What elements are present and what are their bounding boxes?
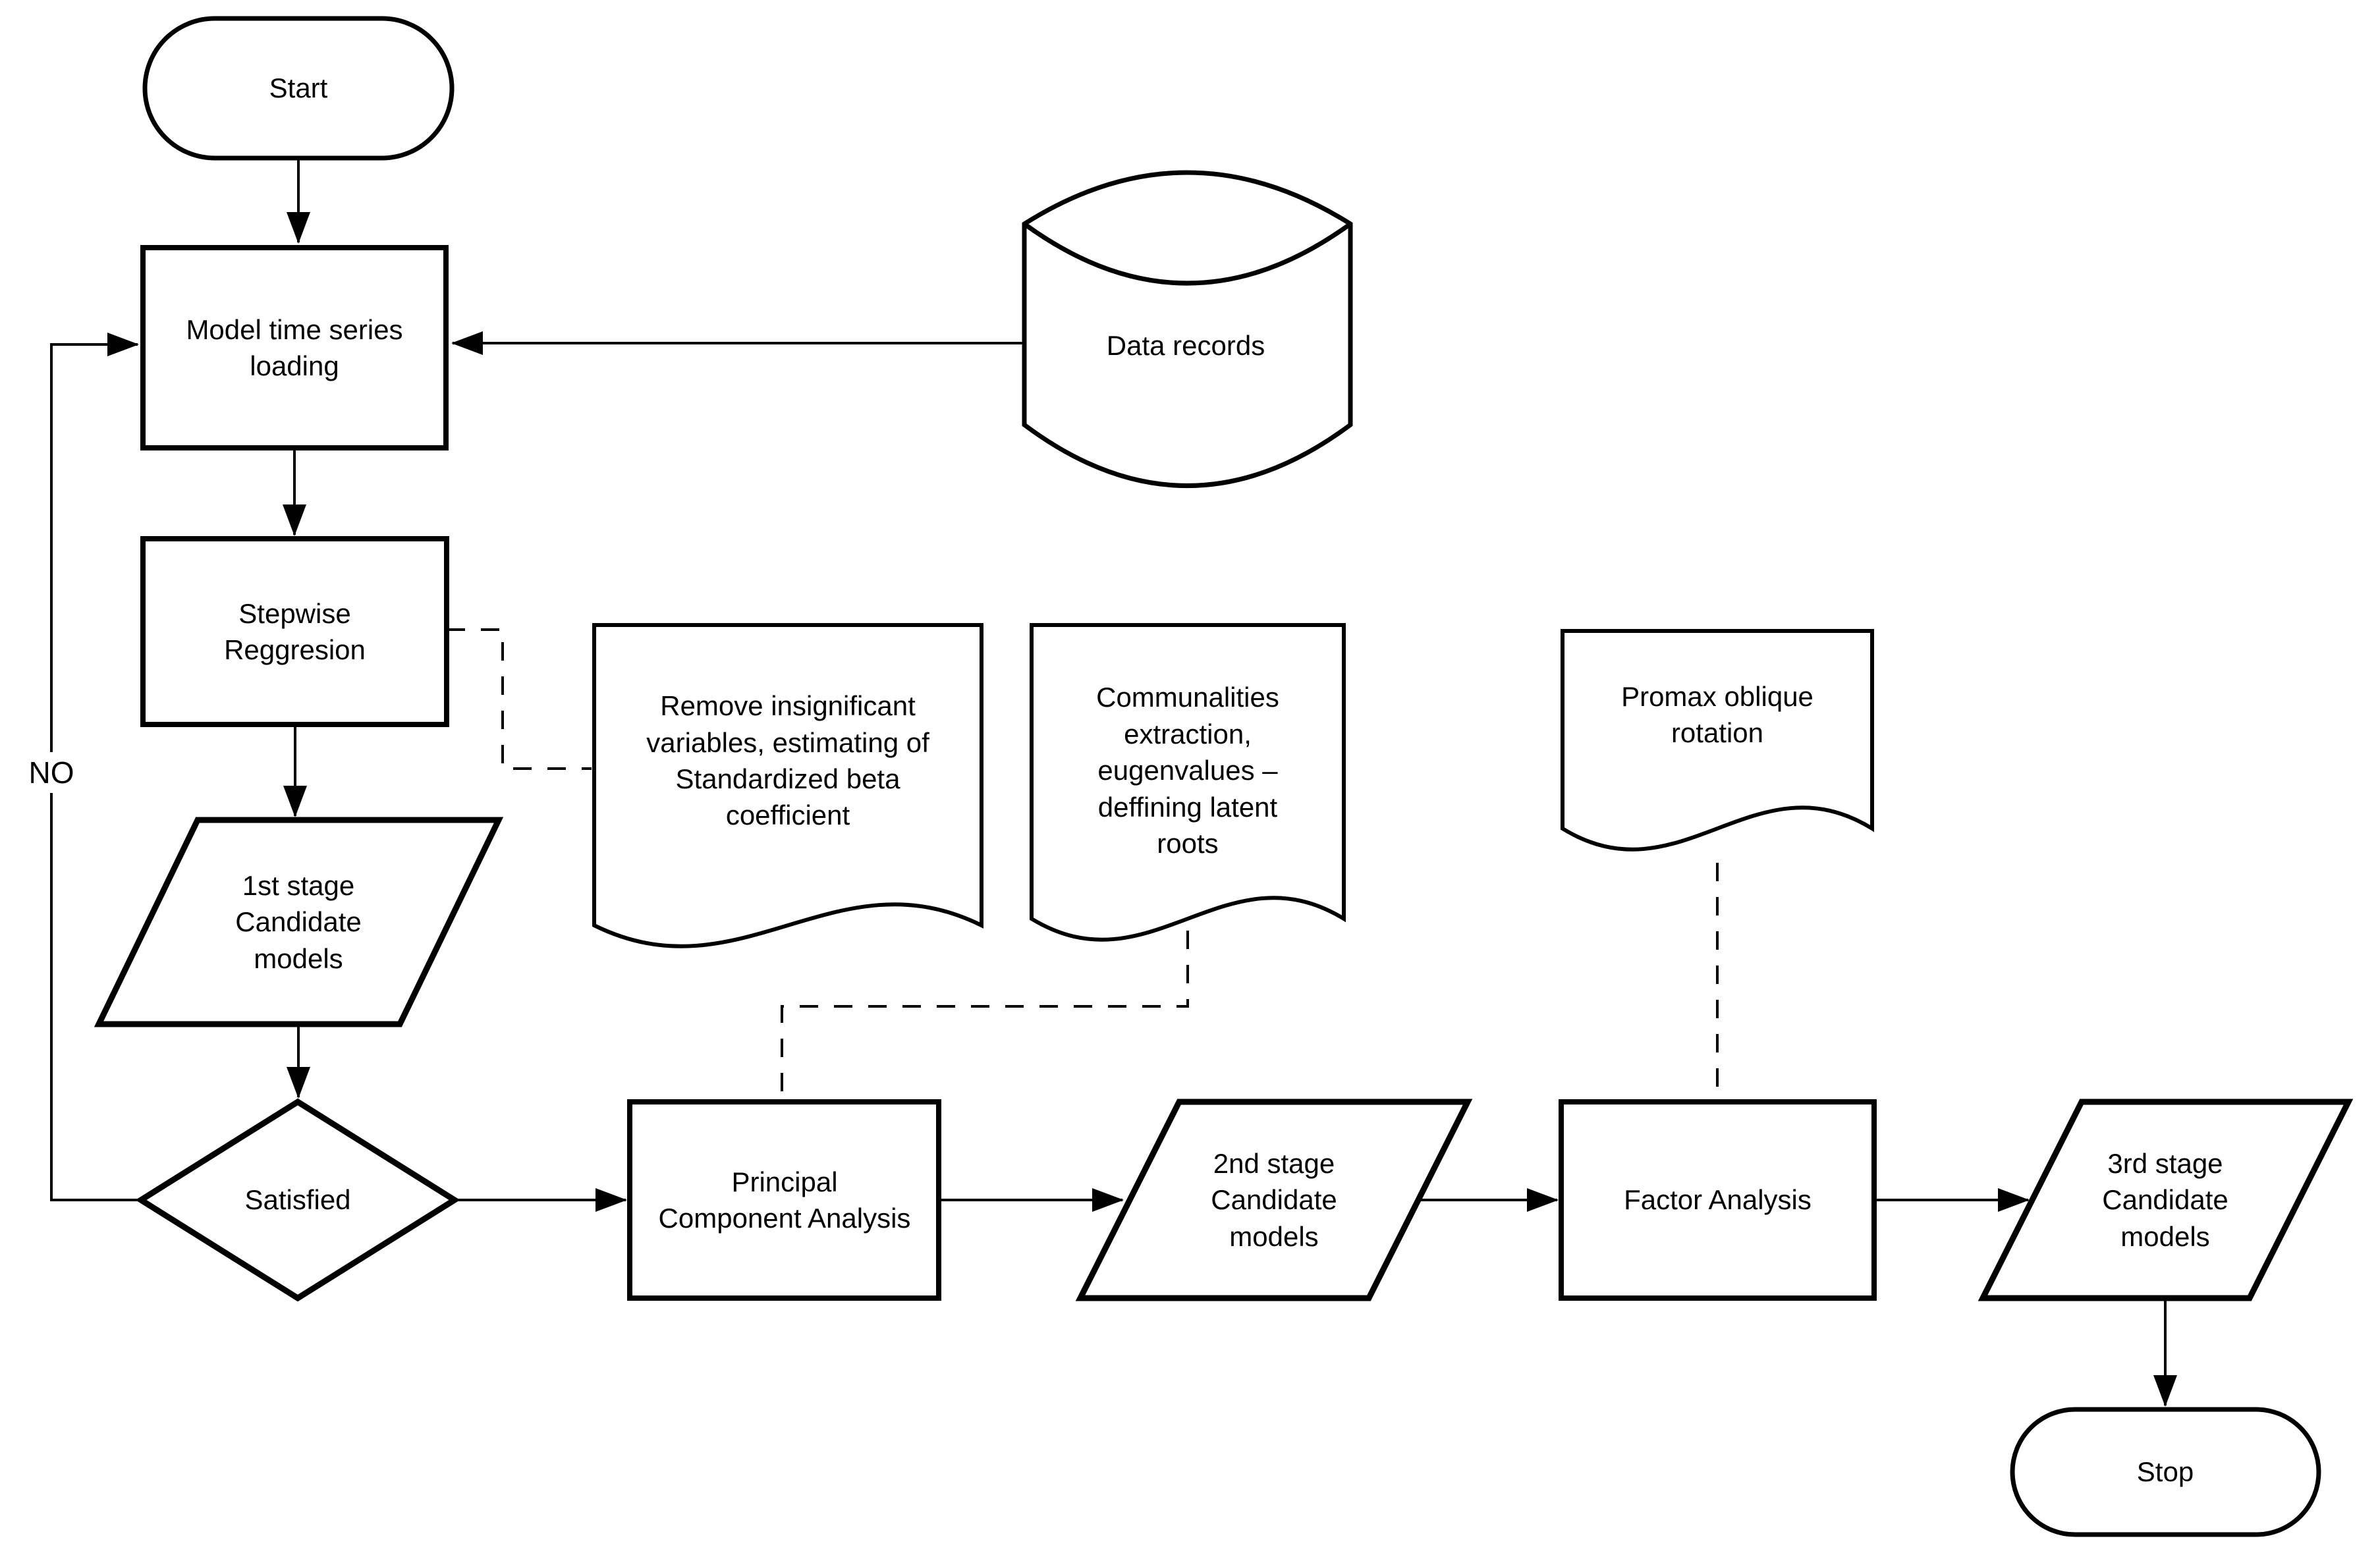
- no-branch-label: NO: [18, 752, 84, 793]
- data-records-cylinder-shape: [1022, 170, 1353, 488]
- start-terminator-shape: [142, 16, 455, 161]
- communalities-note-label: Communalities extraction, eugenvalues – …: [1096, 682, 1279, 859]
- factor-label: Factor Analysis: [1624, 1184, 1812, 1216]
- stage2-label: 2nd stage Candidate models: [1211, 1147, 1337, 1252]
- model-loading-process-shape: [140, 245, 449, 450]
- stage3-parallelogram-shape: [1978, 1099, 2354, 1301]
- remove-note-document-shape: [592, 623, 983, 948]
- satisfied-decision-shape: [135, 1098, 460, 1302]
- stage1-label: 1st stage Candidate models: [235, 869, 362, 974]
- promax-note-label: Promax oblique rotation: [1621, 680, 1813, 748]
- pca-label: Principal Component Analysis: [658, 1166, 911, 1234]
- pca-process-shape: [627, 1099, 941, 1301]
- stop-label: Stop: [2136, 1456, 2194, 1488]
- stepwise-label: Stepwise Reggresion: [224, 597, 366, 665]
- promax-note-document-shape: [1561, 629, 1874, 852]
- communalities-note-document-shape: [1030, 623, 1346, 942]
- data-records-label: Data records: [1106, 330, 1265, 362]
- factor-process-shape: [1559, 1099, 1877, 1301]
- satisfied-label: Satisfied: [244, 1184, 351, 1216]
- data-records-cylinder-front-arc: [1022, 222, 1352, 286]
- stage3-label: 3rd stage Candidate models: [2102, 1147, 2228, 1252]
- start-label: Start: [269, 72, 328, 104]
- remove-note-label: Remove insignificant variables, estimati…: [646, 690, 929, 831]
- edge-stepwise-to-remove-note: [447, 628, 592, 770]
- model-loading-label: Model time series loading: [186, 313, 403, 381]
- edge-communalities-note-to-pca: [781, 931, 1189, 1098]
- stage2-parallelogram-shape: [1075, 1099, 1473, 1301]
- stop-terminator-shape: [2010, 1407, 2321, 1537]
- stepwise-process-shape: [140, 536, 449, 727]
- stage1-parallelogram-shape: [94, 817, 504, 1027]
